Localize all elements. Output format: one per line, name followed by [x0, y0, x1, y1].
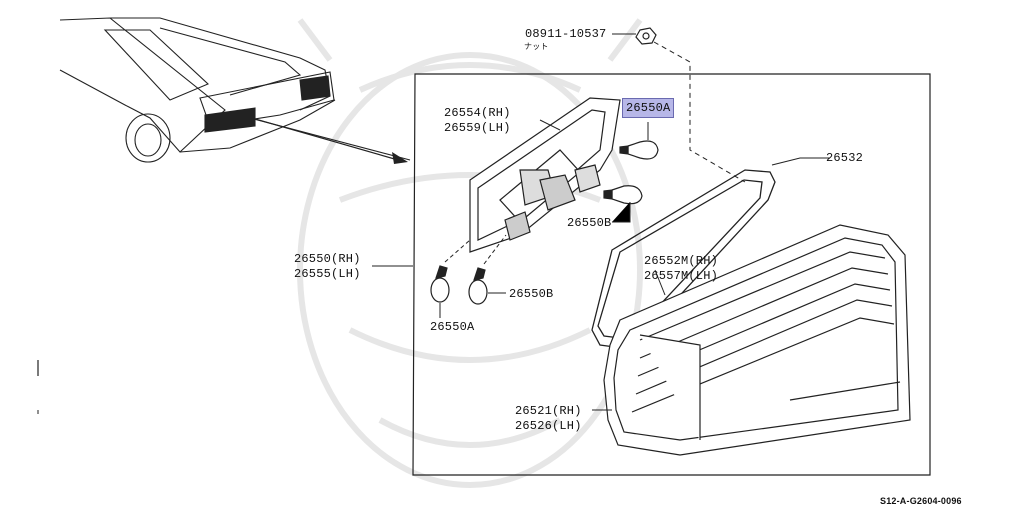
label-socket-rh: 26554(RH) — [444, 106, 511, 120]
watermark — [297, 18, 643, 488]
nut-icon — [635, 27, 657, 45]
lens-assembly — [603, 224, 911, 456]
leader-line — [654, 269, 666, 296]
car-outline — [59, 17, 411, 163]
bulb-icon — [603, 185, 643, 205]
label-gasket: 26532 — [826, 151, 864, 165]
leader-line — [771, 157, 830, 166]
label-lamp-assy-lh: 26555(LH) — [294, 267, 361, 281]
label-lens-rh: 26521(RH) — [515, 404, 582, 418]
label-lens-sub-rh: 26552M(RH) — [644, 254, 719, 268]
label-bulb-b-lower: 26550B — [509, 287, 554, 301]
label-lens-lh: 26526(LH) — [515, 419, 582, 433]
label-lens-sub-lh: 26557M(LH) — [644, 269, 719, 283]
leader-arrow — [251, 117, 399, 161]
dash-line — [653, 41, 746, 183]
leader-line — [612, 202, 631, 223]
leader-line — [539, 119, 561, 131]
label-socket-lh: 26559(LH) — [444, 121, 511, 135]
parts-frame — [412, 73, 931, 476]
arrow-head — [392, 152, 408, 164]
label-bulb-b-upper: 26550B — [567, 216, 612, 230]
label-lamp-assy-rh: 26550(RH) — [294, 252, 361, 266]
figure-code: S12-A-G2604-0096 — [880, 496, 962, 506]
socket-housing — [469, 97, 621, 253]
dash-line — [444, 234, 507, 265]
bulb-icon — [430, 265, 450, 303]
bulb-icon — [468, 267, 488, 305]
label-bulb-a-lower: 26550A — [430, 320, 475, 334]
bulb-icon — [619, 140, 659, 160]
label-bulb-a-highlighted[interactable]: 26550A — [622, 98, 675, 118]
label-nut-part: 08911-10537 — [525, 27, 607, 41]
label-nut-note: ナット — [524, 43, 549, 52]
